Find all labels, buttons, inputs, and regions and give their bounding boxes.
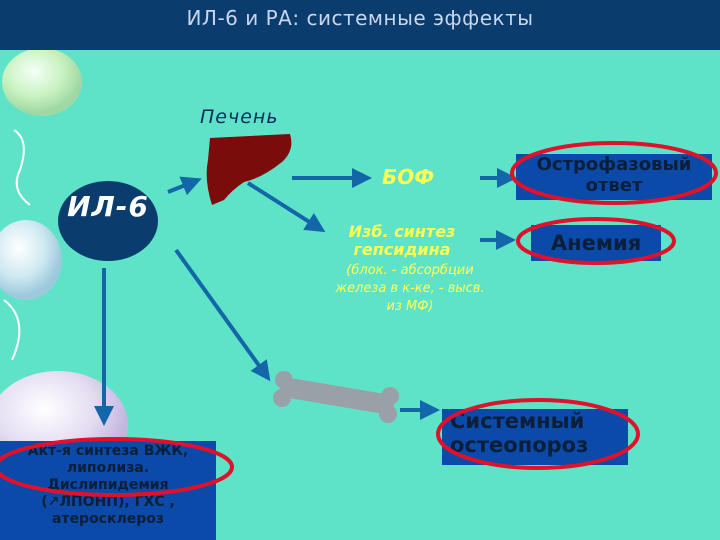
hepcidin-line2: гепсидина	[353, 240, 451, 259]
title-bar	[0, 0, 720, 50]
arrow-liver-to-hepcidin	[246, 181, 326, 233]
lipid-line3: Дислипидемия	[47, 477, 169, 493]
acute-phase-box: Острофазовый ответ	[516, 154, 712, 200]
il6-ellipse	[58, 181, 158, 261]
hepcidin-note-line3: из МФ)	[386, 299, 434, 314]
liver-label: Печень	[200, 106, 279, 128]
arrows	[94, 168, 517, 426]
anemia-box: Анемия	[531, 225, 661, 261]
acute-phase-line1: Острофазовый	[536, 154, 692, 175]
osteoporosis-box: Системный остеопороз	[442, 409, 628, 465]
balloon-decoration	[0, 48, 128, 479]
osteoporosis-line2: остеопороз	[450, 433, 589, 457]
lipid-line5: атеросклероз	[51, 511, 165, 527]
hepcidin-label: Изб. синтез гепсидина	[316, 223, 488, 259]
osteoporosis-line1: Системный	[450, 409, 585, 433]
bone-shape	[273, 371, 399, 423]
arrow-il6-to-bone	[174, 248, 271, 382]
arrow-il6-to-liver	[167, 176, 202, 196]
hepcidin-note-line1: (блок. - абсорбции	[346, 263, 474, 278]
hepcidin-note: (блок. - абсорбции железа в к-ке, - высв…	[308, 262, 512, 316]
il6-label: ИЛ-6	[67, 190, 149, 223]
bof-label: БОФ	[382, 165, 435, 189]
lipid-line1: Акт-я синтеза ВЖК,	[27, 443, 189, 459]
lipid-line4: (↗ЛПОНП), ГХС ,	[41, 494, 175, 510]
slide-title: ИЛ-6 и РА: системные эффекты	[186, 6, 534, 30]
hepcidin-note-line2: железа в к-ке, - высв.	[335, 281, 485, 296]
lipid-line2: липолиза.	[66, 460, 150, 476]
hepcidin-line1: Изб. синтез	[348, 222, 456, 241]
liver-shape	[206, 134, 292, 205]
lipid-box: Акт-я синтеза ВЖК, липолиза. Дислипидеми…	[0, 441, 216, 540]
acute-phase-line2: ответ	[585, 175, 643, 196]
